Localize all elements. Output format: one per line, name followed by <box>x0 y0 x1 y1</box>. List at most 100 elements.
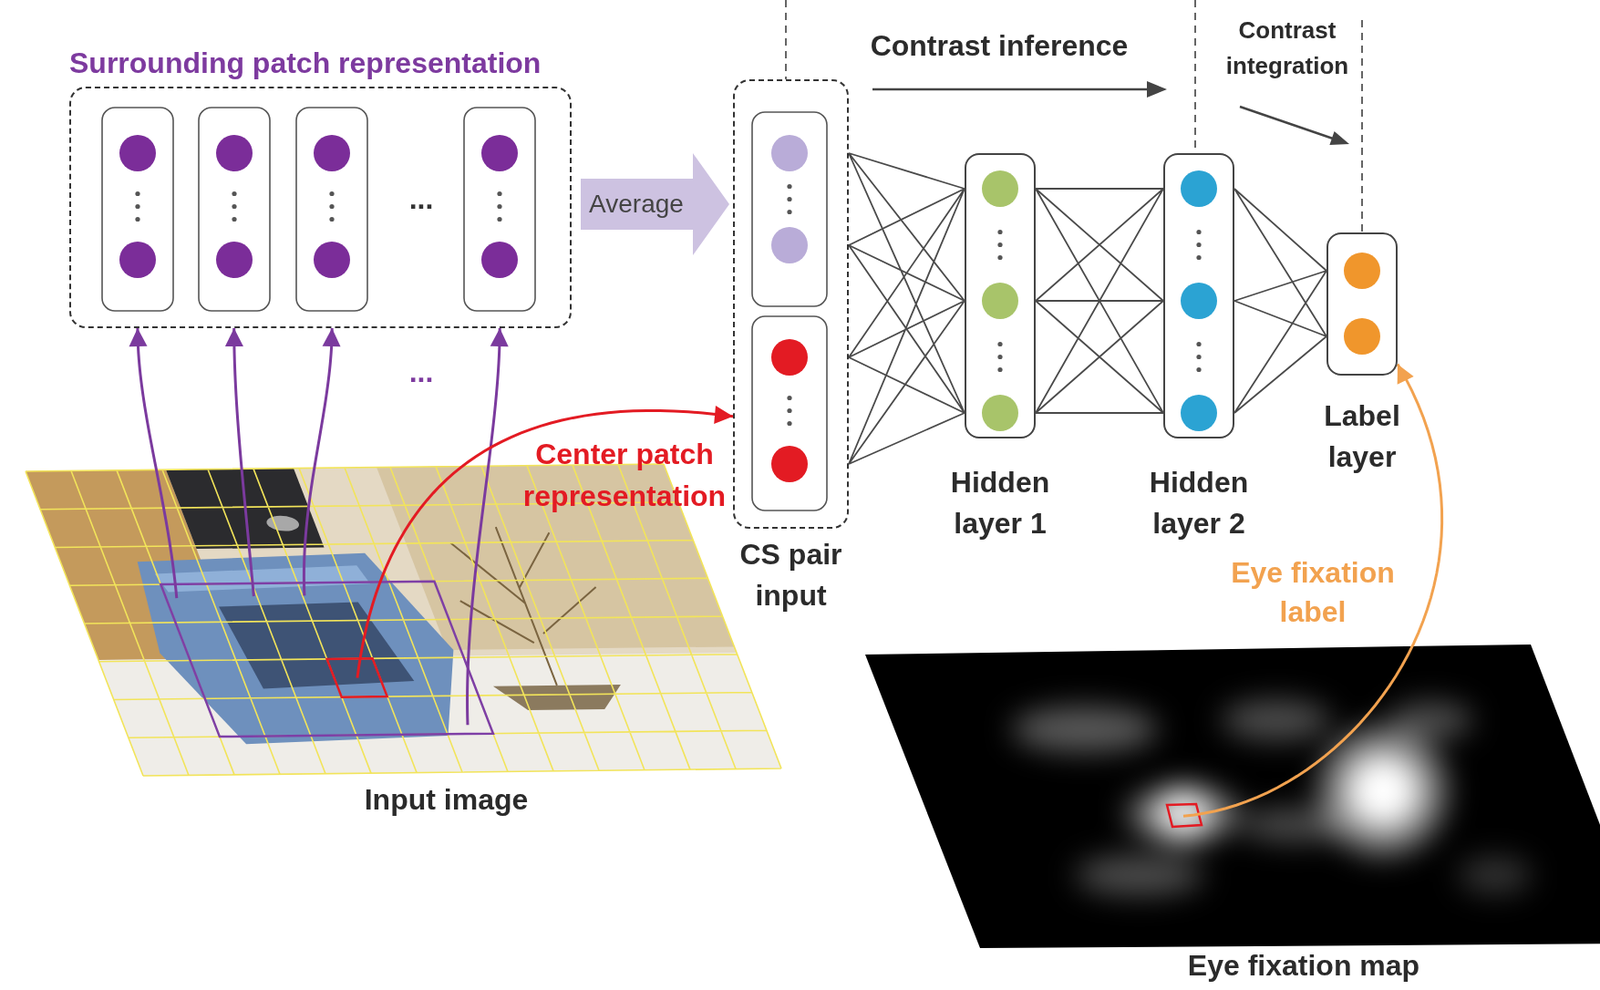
node-label-box: Surrounding patch representation <box>69 46 582 81</box>
map-ground <box>865 644 1600 949</box>
connection-lines <box>848 153 965 465</box>
ellipsis-dot <box>1196 341 1201 347</box>
connector-line <box>467 328 501 725</box>
neuron <box>981 394 1019 432</box>
ellipsis-dot <box>1196 242 1201 248</box>
neuron <box>771 227 808 264</box>
ellipsis-dot <box>786 184 792 189</box>
ellipsis-dot <box>786 395 792 401</box>
neuron <box>1343 318 1381 355</box>
full-connection <box>848 153 965 465</box>
ellipsis-dot <box>786 408 792 413</box>
connector-arrow <box>1183 363 1443 816</box>
connector-line <box>234 328 255 597</box>
neuron <box>313 241 351 279</box>
arrow-head <box>225 328 244 347</box>
stage-arrows <box>872 81 1350 145</box>
pair-part-box <box>752 112 827 307</box>
ellipsis-dot <box>1196 354 1201 360</box>
stage-label: Contrast integration <box>1213 12 1362 84</box>
arrow-head <box>1146 81 1167 98</box>
hidden-layer-box: Hidden layer 1 <box>964 153 1036 439</box>
edge-label-box: Center patch representation <box>514 433 735 518</box>
node-label: Surrounding patch representation <box>69 46 582 81</box>
ellipsis-dot <box>231 204 237 209</box>
neuron <box>119 134 156 172</box>
ellipsis-dot <box>786 209 792 215</box>
hidden-layer-box: Hidden layer 2 <box>1163 153 1235 439</box>
node-label-box: Input image <box>309 783 585 817</box>
full-connection <box>1234 188 1327 413</box>
ellipsis-dot <box>329 216 334 222</box>
arrow-head <box>322 328 341 347</box>
neuron <box>1343 252 1381 290</box>
ellipsis-dot <box>329 191 334 197</box>
node-art <box>865 644 1600 949</box>
node-label-box: CS pair input <box>722 534 861 617</box>
ellipsis-dot <box>786 421 792 426</box>
label-box: Contrast integration <box>1213 12 1362 84</box>
node-label: CS pair input <box>722 534 861 617</box>
patch-column <box>296 107 368 311</box>
arrow-head <box>713 405 733 424</box>
ellipsis-dot <box>134 216 140 222</box>
connector-line <box>303 328 332 596</box>
ellipsis-dot <box>329 204 334 209</box>
neuron <box>119 241 156 279</box>
dashed-divider <box>784 0 787 80</box>
node-art <box>1163 153 1235 439</box>
node-label-box: Hidden layer 2 <box>1129 462 1269 545</box>
neuron <box>1180 170 1218 207</box>
ellipsis-dot <box>997 242 1002 248</box>
neuron <box>771 134 808 172</box>
edge-label: Eye fixation label <box>1220 553 1405 632</box>
neuron <box>216 241 253 279</box>
node-label: Hidden layer 1 <box>930 462 1070 545</box>
ellipsis-dot <box>997 229 1002 235</box>
photo-chair-rim <box>152 565 372 592</box>
guide-lines <box>785 0 1363 233</box>
patch-column <box>102 107 174 311</box>
ellipsis-dot <box>997 341 1002 347</box>
connector-arrow <box>129 328 177 599</box>
arrow-head <box>490 328 509 347</box>
surround-region <box>160 581 494 737</box>
label-box: ... <box>392 355 450 390</box>
patch-group-box: Surrounding patch representation <box>69 86 572 329</box>
ellipsis-dot <box>997 367 1002 372</box>
photo-item <box>263 516 301 532</box>
connector-arrow <box>225 328 254 597</box>
ellipsis-dot <box>1196 367 1201 372</box>
node-label: Label layer <box>1306 395 1418 478</box>
photo-stand <box>493 684 630 711</box>
patch-column <box>198 107 270 311</box>
neuron <box>1180 394 1218 432</box>
connector-arrow <box>303 328 341 596</box>
dashed-divider <box>1194 0 1197 154</box>
node-label-box: Hidden layer 1 <box>930 462 1070 545</box>
fixation-map-art <box>865 644 1600 949</box>
arrow-head <box>129 328 148 347</box>
connection-lines <box>1035 188 1164 413</box>
neuron <box>981 282 1019 320</box>
neuron <box>481 134 518 172</box>
edge-label: Average <box>576 189 697 219</box>
edge-label-box: Eye fixation label <box>1220 553 1405 632</box>
dashed-divider <box>1361 20 1363 233</box>
ellipsis-dot <box>134 191 140 197</box>
ellipsis-dot <box>496 191 502 197</box>
node-label: Eye fixation map <box>1147 950 1460 982</box>
ellipsis-dot <box>231 216 237 222</box>
ellipsis-dot <box>496 216 502 222</box>
pair-part-box <box>752 316 827 511</box>
label-box: ... <box>392 182 450 217</box>
node-label: Hidden layer 2 <box>1129 462 1269 545</box>
integration-arrow <box>1239 106 1333 139</box>
neuron <box>216 134 253 172</box>
edge-label-box: Average <box>576 189 697 219</box>
neuron <box>1180 282 1218 320</box>
ellipsis-dot <box>786 196 792 202</box>
neuron <box>481 241 518 279</box>
neuron <box>771 339 808 376</box>
